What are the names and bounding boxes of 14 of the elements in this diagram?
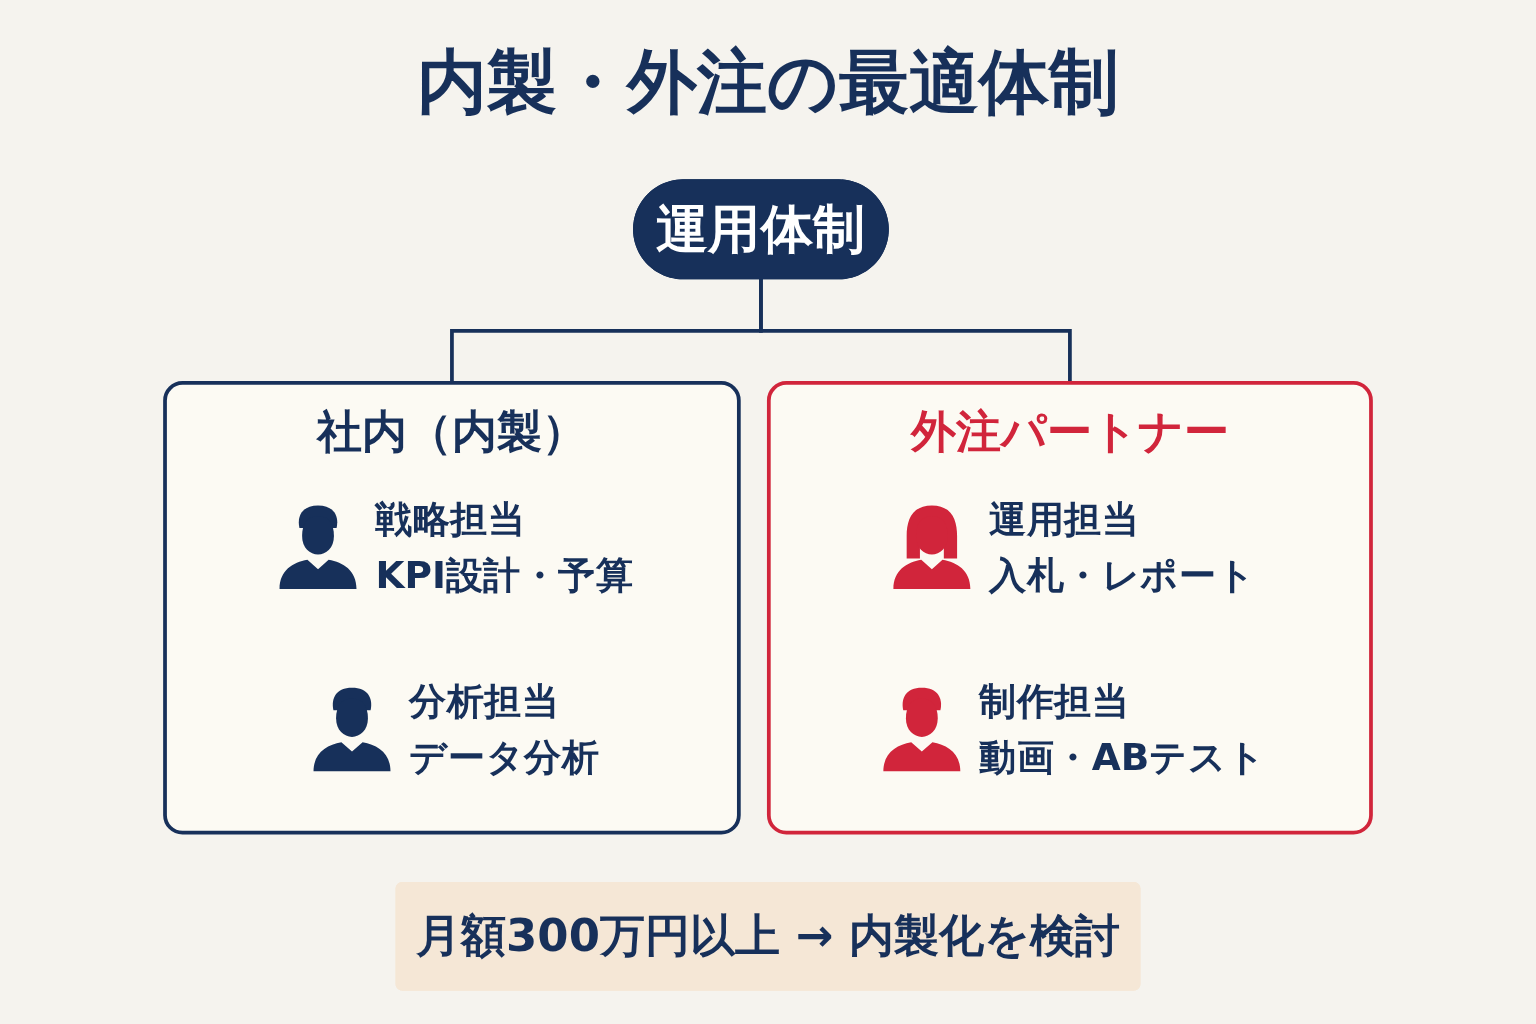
- node-label: 運用担当: [989, 496, 1140, 541]
- role-entry: 制作担当 動画・ABテスト: [883, 679, 1266, 779]
- role-entry: 運用担当 入札・レポート: [893, 496, 1256, 597]
- node-label: 動画・ABテスト: [979, 735, 1266, 779]
- node-label: 戦略担当: [375, 496, 526, 541]
- node-label: 分析担当: [409, 678, 560, 723]
- node-label: データ分析: [409, 735, 600, 779]
- role-entry: 戦略担当 KPI設計・予算: [279, 496, 634, 597]
- connector: [759, 278, 1072, 383]
- node-label: 入札・レポート: [989, 552, 1256, 597]
- role-entry: 分析担当 データ分析: [313, 679, 600, 779]
- title: 内製・外注の最適体制: [417, 40, 1119, 124]
- node-label: 制作担当: [979, 678, 1130, 723]
- node-label: KPI設計・予算: [375, 552, 634, 597]
